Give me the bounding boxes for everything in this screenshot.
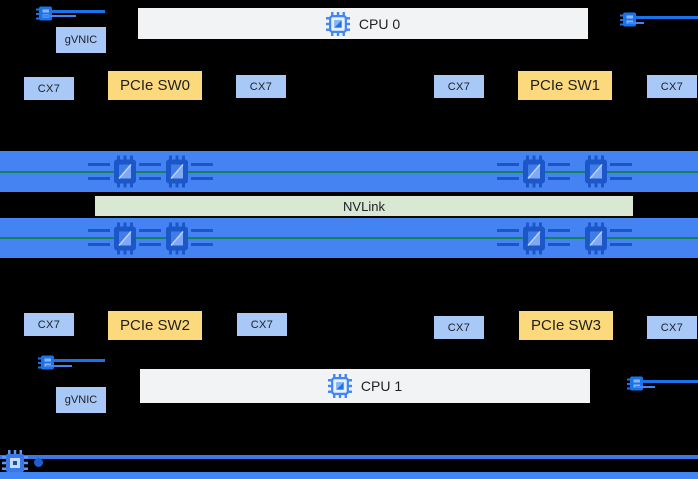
gpu-board-bottom [0,218,698,258]
pcie-sw1-box: PCIe SW1 [518,71,612,100]
gpu-chip-icon [165,155,189,193]
uplink-line [636,16,698,19]
nvlink-trace-line [0,237,698,239]
network-strip [0,472,698,479]
gpu-chip-icon [165,222,189,260]
network-node-dot [34,458,43,467]
cx7-box: CX7 [24,77,74,100]
cpu0-label: CPU 0 [358,15,401,32]
pcie-sw2-box: PCIe SW2 [108,311,202,340]
link-trace [88,163,110,166]
cx7-box: CX7 [647,75,697,98]
gpu-chip-icon [113,155,137,193]
cpu0-box: CPU 0 [138,8,588,39]
cx7-label: CX7 [447,321,471,334]
cx7-box: CX7 [434,75,484,98]
cx7-label: CX7 [660,80,684,93]
cx7-box: CX7 [236,75,286,98]
cx7-box: CX7 [237,313,287,336]
cx7-label: CX7 [250,318,274,331]
pcie-sw3-label: PCIe SW3 [530,317,602,334]
nvlink-label: NVLink [343,198,385,214]
nic-uplink-icon [36,6,54,22]
network-line [0,455,698,459]
nvlink-bar: NVLink [95,195,633,217]
cpu-chip-icon [325,11,350,36]
gpu-chip-icon [113,222,137,260]
cx7-box: CX7 [24,313,74,336]
link-trace [88,229,110,232]
gvnic-box-top: gVNIC [56,27,106,53]
gvnic-label: gVNIC [64,34,98,46]
uplink-line [643,380,698,383]
link-trace [497,163,519,166]
uplink-line [42,15,76,17]
gpu-board-top [0,151,698,192]
cx7-box: CX7 [434,316,484,339]
pcie-sw1-label: PCIe SW1 [529,77,601,94]
link-trace [548,229,570,232]
link-trace [139,163,161,166]
cpu1-label: CPU 1 [360,378,403,394]
uplink-line [52,359,105,362]
uplink-line [50,10,105,13]
link-trace [610,163,632,166]
cx7-label: CX7 [660,321,684,334]
link-trace [548,163,570,166]
cpu1-box: CPU 1 [140,369,590,403]
pcie-sw2-label: PCIe SW2 [119,317,191,334]
gpu-chip-icon [584,222,608,260]
link-trace [191,163,213,166]
cpu-chip-icon [327,374,352,398]
gvnic-box-bottom: gVNIC [56,387,106,413]
pcie-sw0-label: PCIe SW0 [119,77,191,94]
link-trace [139,229,161,232]
pcie-sw0-box: PCIe SW0 [108,71,202,100]
uplink-line [635,386,655,388]
pcie-sw3-box: PCIe SW3 [519,311,613,340]
gvnic-label: gVNIC [64,394,98,406]
cx7-label: CX7 [37,318,61,331]
link-trace [610,229,632,232]
nic-uplink-icon [627,376,645,392]
uplink-line [628,22,644,24]
link-trace [497,229,519,232]
cx7-label: CX7 [249,80,273,93]
cx7-label: CX7 [447,80,471,93]
nic-uplink-icon [620,12,638,28]
link-trace [191,229,213,232]
uplink-line [46,365,72,367]
nic-uplink-icon [38,355,56,371]
gpu-chip-icon [522,222,546,260]
cx7-label: CX7 [37,82,61,95]
gpu-chip-icon [522,155,546,193]
cx7-box: CX7 [647,316,697,339]
gpu-chip-icon [584,155,608,193]
nvlink-trace-line [0,171,698,173]
